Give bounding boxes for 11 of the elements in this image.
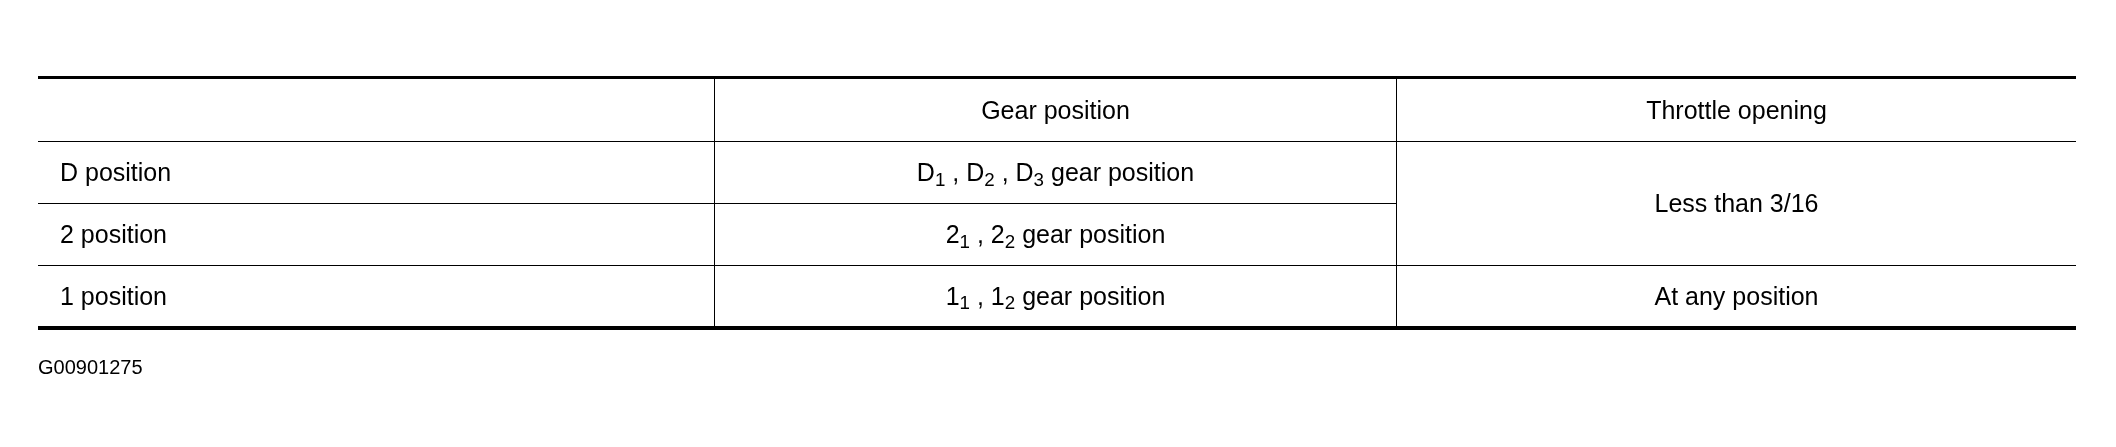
table-cell: 2$_{1}$ , 2$_{2}$ gear position xyxy=(714,203,1396,265)
table-cell: 2 position xyxy=(38,203,714,265)
table-cell: D position xyxy=(38,141,714,203)
table-header: Throttle opening xyxy=(1396,79,2076,141)
table-cell: Less than 3/16 xyxy=(1396,141,2076,265)
table-cell: 1 position xyxy=(38,265,714,326)
table-header: Gear position xyxy=(714,79,1396,141)
figure-code: G00901275 xyxy=(38,355,143,380)
table-cell: At any position xyxy=(1396,265,2076,326)
table-cell: 1$_{1}$ , 1$_{2}$ gear position xyxy=(714,265,1396,326)
table-cell: D$_{1}$ , D$_{2}$ , D$_{3}$ gear position xyxy=(714,141,1396,203)
